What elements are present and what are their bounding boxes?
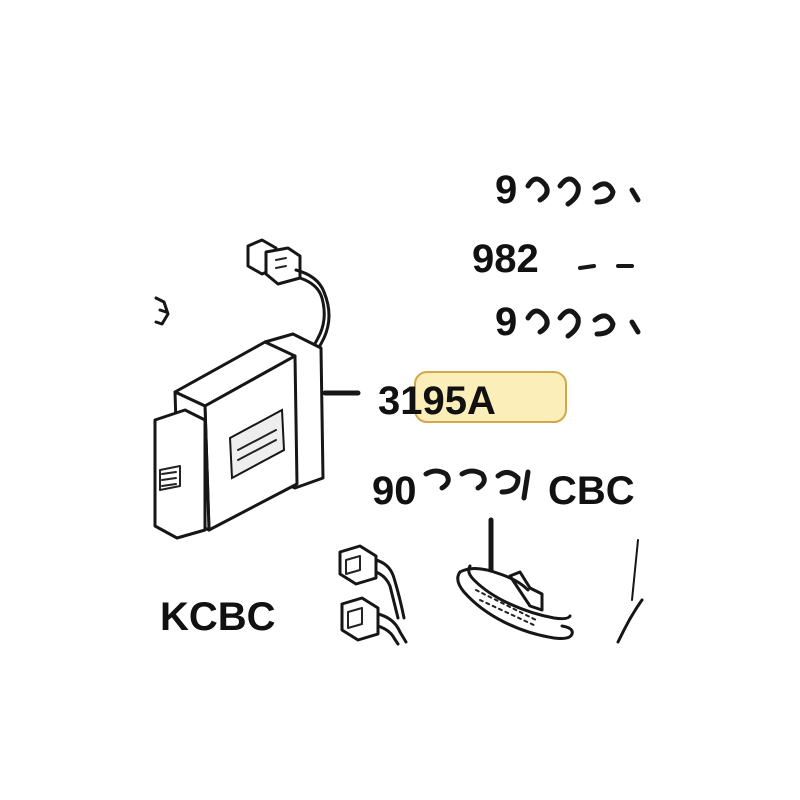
part-number-main: 3195A: [378, 379, 496, 423]
part-number-bottom-left: KCBC: [160, 595, 276, 639]
bolt-fragment: [154, 296, 170, 326]
wire-fragment-right: [616, 598, 644, 644]
control-module: [153, 332, 325, 540]
part-number-top-1: 9: [495, 168, 517, 212]
clipped-digits-top-3: [525, 308, 641, 339]
wire-fragment-right-2: [631, 539, 639, 601]
clipped-digits-mid: [423, 468, 531, 501]
clipped-digits-top-1: [525, 176, 641, 207]
part-number-mid-suffix: CBC: [548, 469, 635, 513]
part-number-mid-prefix: 90: [372, 469, 417, 513]
cable-tie: [456, 564, 574, 640]
connector-lower-1: [338, 544, 406, 620]
clipped-digits-top-2: [578, 264, 634, 270]
part-number-highlight: [414, 371, 567, 423]
part-number-top-2: 982: [472, 237, 539, 281]
connector-lower-2: [340, 596, 408, 646]
connector-top: [246, 238, 331, 360]
module-label-plate: [228, 408, 286, 480]
part-number-top-3: 9: [495, 300, 517, 344]
